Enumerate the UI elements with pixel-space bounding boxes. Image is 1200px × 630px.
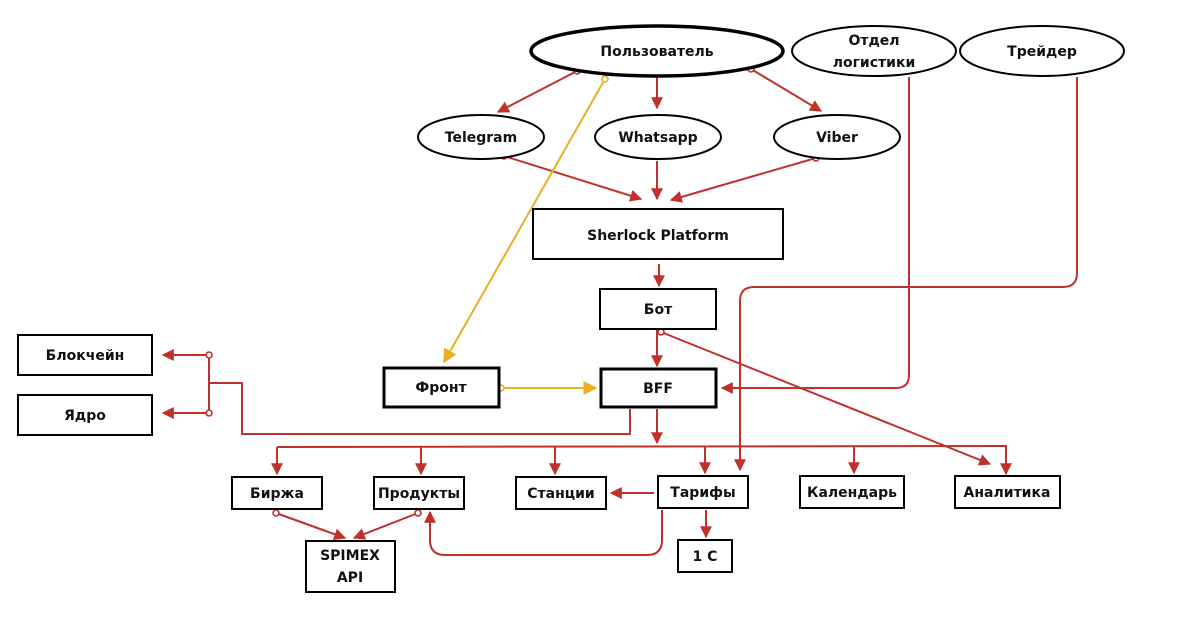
node-calendar[interactable]: Календарь (799, 475, 905, 509)
node-logistics-label-line1: Отдел (848, 33, 899, 49)
node-bff[interactable]: BFF (599, 367, 718, 409)
edges (161, 65, 1078, 556)
node-stations[interactable]: Станции (515, 476, 607, 510)
node-front[interactable]: Фронт (382, 366, 501, 409)
node-core-label: Ядро (64, 408, 106, 424)
node-logistics[interactable]: Отдел логистики (791, 25, 957, 77)
node-products-label: Продукты (378, 486, 460, 502)
edge-bot-analytics (660, 331, 992, 466)
edge-start-dot (414, 509, 422, 517)
node-stations-label: Станции (527, 486, 595, 502)
edge-user-viber (750, 68, 823, 112)
edge-start-dot (601, 75, 609, 83)
node-tariffs-label: Тарифы (670, 485, 735, 501)
node-spimex-label-line1: SPIMEX (320, 548, 380, 564)
node-1c[interactable]: 1 C (677, 539, 733, 573)
node-telegram[interactable]: Telegram (417, 114, 545, 160)
edge-trader-tariffs (734, 77, 1078, 472)
node-sherlock-label: Sherlock Platform (587, 228, 729, 244)
edge-junction-dot (205, 409, 213, 417)
node-core[interactable]: Ядро (17, 394, 153, 436)
edge-products-spimex (352, 512, 419, 540)
node-viber[interactable]: Viber (773, 114, 901, 160)
node-trader[interactable]: Трейдер (959, 25, 1125, 77)
edge-viber-sherlock (669, 157, 817, 203)
node-bff-label: BFF (643, 381, 673, 397)
edge-bus (276, 445, 1008, 448)
edge-start-dot (272, 509, 280, 517)
node-whatsapp[interactable]: Whatsapp (594, 114, 722, 160)
node-analytics[interactable]: Аналитика (954, 475, 1061, 509)
node-user[interactable]: Пользователь (529, 24, 785, 78)
node-viber-label: Viber (816, 130, 858, 146)
node-analytics-label: Аналитика (964, 485, 1051, 501)
node-1c-label: 1 C (693, 549, 718, 565)
edge-bff-blockchain-core (209, 382, 631, 435)
edge-user-telegram (496, 70, 578, 113)
node-exchange-label: Биржа (250, 486, 304, 502)
edge-telegram-sherlock (503, 155, 643, 202)
node-bot-label: Бот (644, 302, 673, 318)
node-whatsapp-label: Whatsapp (618, 130, 697, 146)
node-spimex-label-line2: API (337, 570, 363, 586)
node-spimex-api[interactable]: SPIMEX API (305, 540, 396, 593)
node-tariffs[interactable]: Тарифы (657, 475, 749, 509)
node-exchange[interactable]: Биржа (231, 476, 323, 510)
node-blockchain-label: Блокчейн (46, 348, 125, 364)
node-front-label: Фронт (415, 380, 467, 396)
node-sherlock-platform[interactable]: Sherlock Platform (532, 208, 784, 260)
node-logistics-label-line2: логистики (833, 55, 916, 71)
edge-tariffs-products (424, 510, 663, 556)
node-bot[interactable]: Бот (599, 288, 717, 330)
node-blockchain[interactable]: Блокчейн (17, 334, 153, 376)
node-user-label: Пользователь (600, 44, 713, 60)
edge-logistics-bff (720, 77, 910, 394)
node-trader-label: Трейдер (1007, 44, 1077, 60)
edge-user-front (443, 78, 606, 364)
node-calendar-label: Календарь (807, 485, 897, 501)
node-telegram-label: Telegram (445, 130, 517, 146)
node-products[interactable]: Продукты (373, 476, 465, 510)
edge-exchange-spimex (275, 512, 347, 540)
edge-junction-dot (205, 351, 213, 359)
